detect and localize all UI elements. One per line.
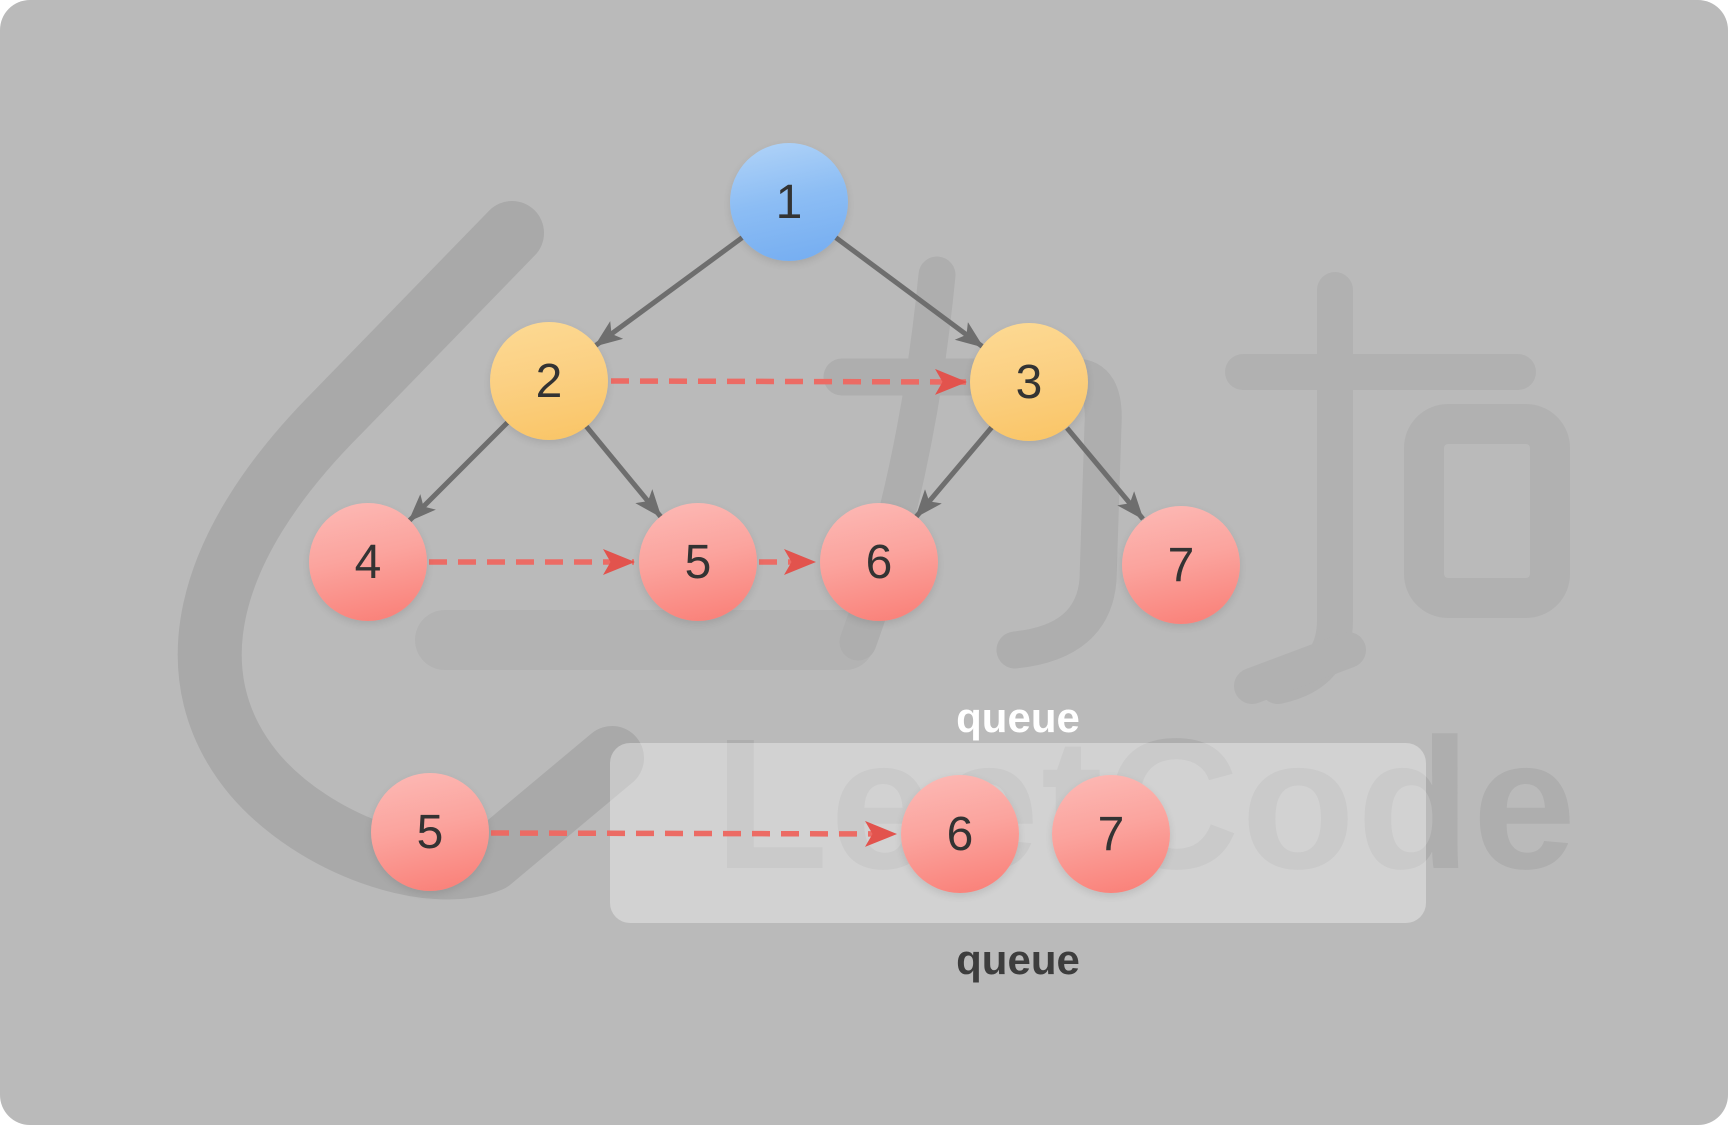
edge-1-3 [833, 234, 985, 350]
queue-label-below: queue [956, 936, 1080, 983]
edge-2-5 [584, 424, 663, 519]
node-value: 1 [775, 175, 803, 229]
node-value: 6 [865, 535, 893, 589]
node-value: 7 [1167, 538, 1195, 592]
queue-label-above: queue [956, 694, 1080, 741]
edge-2-4 [407, 420, 510, 523]
node-value: 2 [535, 354, 563, 408]
node-value: 5 [416, 805, 444, 859]
tree-node-7: 7 [1122, 506, 1240, 624]
edge-3-7 [1065, 426, 1145, 521]
tree-node-6: 6 [820, 503, 938, 621]
node-value: 7 [1097, 807, 1125, 861]
tree-node-2: 2 [490, 322, 608, 440]
kou-character-icon [1225, 272, 1570, 704]
queue-node-6: 6 [901, 775, 1019, 893]
edge-1-2 [593, 234, 745, 349]
tree-node-5: 5 [639, 503, 757, 621]
node-value: 6 [946, 807, 974, 861]
node-value: 4 [354, 535, 382, 589]
node-value: 5 [684, 535, 712, 589]
edge-3-6 [914, 425, 994, 519]
current-node-5: 5 [371, 773, 489, 891]
tree-node-3: 3 [970, 323, 1088, 441]
queue-node-7: 7 [1052, 775, 1170, 893]
tree-node-1: 1 [730, 143, 848, 261]
node-value: 3 [1015, 355, 1043, 409]
tree-node-4: 4 [309, 503, 427, 621]
next-pointer-2-3 [610, 368, 967, 395]
